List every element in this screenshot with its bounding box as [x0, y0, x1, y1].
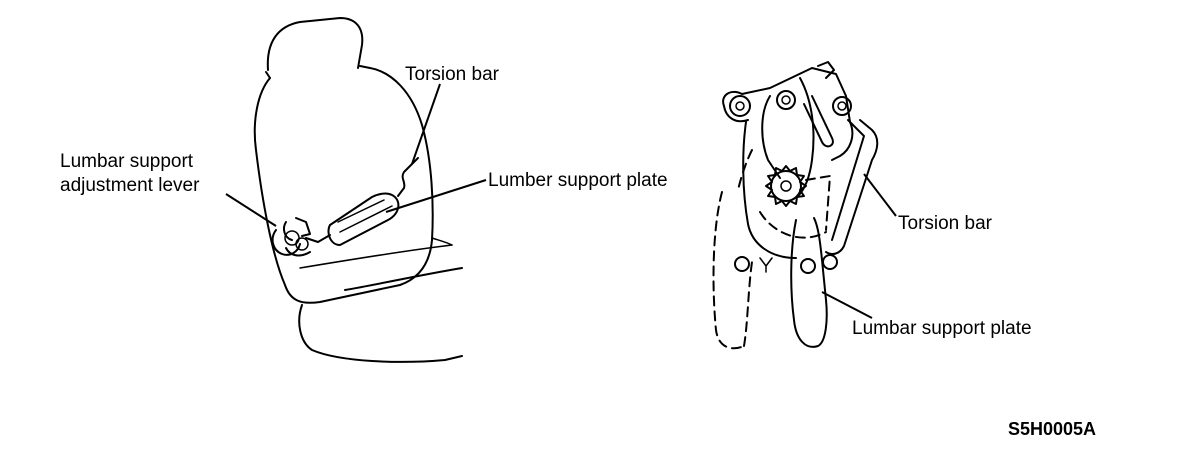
leader-right-plate — [821, 291, 873, 319]
mechanism-torsion-bar — [825, 119, 879, 255]
left-torsion-bar — [305, 157, 419, 243]
mount-hole-center — [776, 90, 796, 110]
seat-illustration — [253, 17, 463, 363]
seat-backrest — [253, 65, 434, 304]
mount-hole-right — [832, 96, 852, 116]
mechanism-gear — [765, 165, 807, 207]
seat-bolster-line — [299, 244, 453, 269]
leader-left-plate — [385, 179, 487, 213]
mechanism-bracket — [722, 67, 854, 161]
mechanism-support-plate — [790, 217, 828, 348]
label-left-lever-line2: adjustment lever — [60, 175, 200, 196]
label-left-lever-line1: Lumbar support — [60, 151, 194, 172]
seat-headrest — [266, 17, 364, 71]
leader-left-torsion-bar — [411, 83, 441, 165]
lumbar-mechanism-detail — [712, 61, 879, 350]
label-right-torsion-bar: Torsion bar — [898, 213, 993, 234]
label-left-plate: Lumber support plate — [488, 170, 668, 191]
mechanism-slot — [803, 95, 834, 148]
label-right-plate: Lumbar support plate — [852, 318, 1032, 339]
left-lumbar-plate — [327, 192, 400, 246]
mechanism-plate-alternate — [712, 191, 745, 350]
figure-code: S5H0005A — [1008, 419, 1096, 439]
leader-right-torsion-bar — [863, 173, 897, 217]
seat-cushion — [298, 304, 463, 363]
mechanism-body — [761, 95, 781, 179]
mount-hole-left — [729, 95, 751, 117]
label-left-torsion-bar: Torsion bar — [405, 64, 500, 85]
leader-left-lever — [225, 193, 277, 227]
left-adjustment-lever — [271, 217, 311, 257]
